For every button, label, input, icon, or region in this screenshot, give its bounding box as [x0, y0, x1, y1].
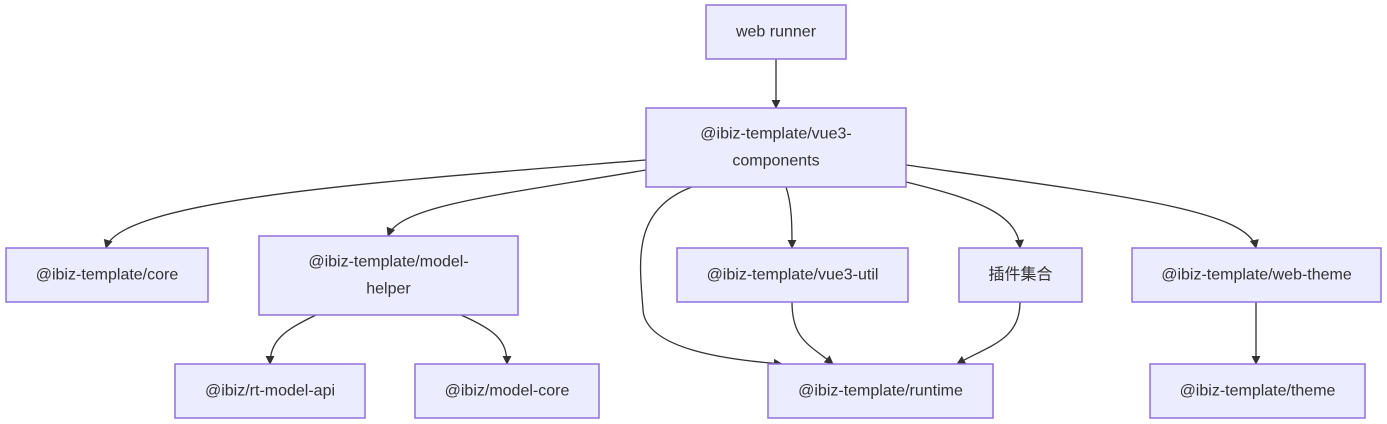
node-label: @ibiz-template/web-theme — [1161, 267, 1352, 284]
node-box — [5, 247, 209, 303]
node-label: @ibiz-template/runtime — [798, 383, 963, 400]
node-box — [1131, 247, 1382, 303]
edge-vue3_components-to-vue3_util — [785, 186, 797, 249]
edge-arrow — [905, 164, 1259, 249]
node-label: 插件集合 — [988, 266, 1052, 284]
node-box — [258, 235, 519, 316]
node-box — [958, 247, 1083, 303]
node-box — [1149, 363, 1366, 419]
node-box — [174, 363, 366, 419]
edge-vue3_util-to-runtime — [791, 301, 834, 365]
edge-vue3_components-to-runtime — [639, 186, 783, 368]
node-web-theme: @ibiz-template/web-theme — [1131, 247, 1382, 303]
node-theme: @ibiz-template/theme — [1149, 363, 1366, 419]
node-box — [414, 363, 600, 419]
edge-arrow — [460, 314, 512, 365]
node-box — [645, 107, 907, 188]
node-label: @ibiz-template/model- — [308, 254, 468, 271]
edge-model_helper-to-rt_model_api — [265, 314, 317, 365]
node-label: @ibiz-template/theme — [1180, 383, 1336, 400]
node-label: @ibiz/rt-model-api — [205, 383, 335, 400]
edge-model_helper-to-model_core — [460, 314, 512, 365]
node-label: helper — [366, 281, 411, 298]
node-model-core: @ibiz/model-core — [414, 363, 600, 419]
node-box — [676, 247, 909, 303]
node-vue3-util: @ibiz-template/vue3-util — [676, 247, 909, 303]
edge-arrow — [785, 186, 797, 249]
edge-vue3_components-to-plugins — [905, 181, 1025, 249]
node-label: @ibiz/model-core — [445, 383, 570, 400]
edge-vue3_components-to-core — [103, 159, 647, 249]
edge-arrow — [386, 169, 647, 237]
node-box — [705, 4, 847, 60]
node-label: web runner — [735, 24, 817, 41]
node-label: @ibiz-template/vue3-util — [707, 267, 879, 284]
node-core: @ibiz-template/core — [5, 247, 209, 303]
edge-arrow — [956, 301, 1021, 365]
node-plugins: 插件集合 — [958, 247, 1083, 303]
edge-arrow — [639, 186, 783, 368]
edge-arrow — [265, 314, 317, 365]
node-vue3-components: @ibiz-template/vue3- components — [645, 107, 907, 188]
edge-plugins-to-runtime — [956, 301, 1021, 365]
edge-vue3_components-to-web_theme — [905, 164, 1259, 249]
edge-arrow — [791, 301, 834, 365]
edge-arrow — [103, 159, 647, 249]
nodes-layer: web runner @ibiz-template/vue3- components… — [5, 4, 1382, 419]
edges-layer — [103, 59, 1261, 368]
node-box — [767, 363, 994, 419]
node-runtime: @ibiz-template/runtime — [767, 363, 994, 419]
node-web-runner: web runner — [705, 4, 847, 60]
edge-vue3_components-to-model_helper — [386, 169, 647, 237]
node-label: @ibiz-template/core — [36, 267, 179, 284]
node-label: @ibiz-template/vue3- — [700, 126, 851, 143]
node-rt-model-api: @ibiz/rt-model-api — [174, 363, 366, 419]
node-label: components — [732, 153, 819, 170]
edge-arrow — [905, 181, 1025, 249]
node-model-helper: @ibiz-template/model-helper — [258, 235, 519, 316]
